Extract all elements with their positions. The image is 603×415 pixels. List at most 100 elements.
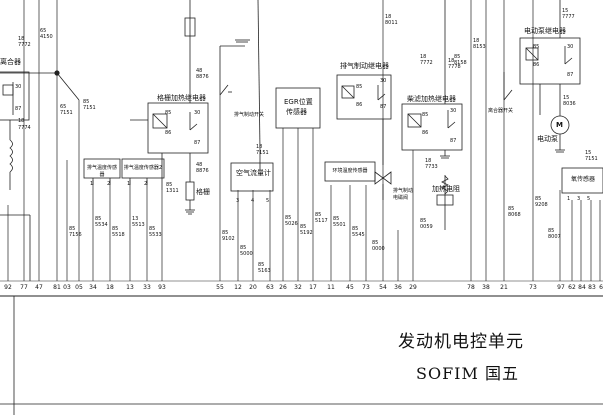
relay-pin: 30 bbox=[194, 110, 201, 116]
wire-label: 0059 bbox=[420, 224, 433, 230]
wire-label: 18 bbox=[448, 58, 455, 64]
ecu-pin: 77 bbox=[20, 284, 28, 291]
wire-label: 7772 bbox=[18, 42, 31, 48]
ecu-pin: 55 bbox=[216, 284, 224, 291]
wire-label: 85 bbox=[372, 240, 379, 246]
ambient-temp-sensor-label: 环境温度传感器 bbox=[332, 168, 368, 174]
ecu-pin: 81 bbox=[53, 284, 61, 291]
connector-pin: 3 bbox=[236, 198, 240, 204]
grid-heater-label: 格栅 bbox=[196, 188, 210, 196]
relay-pin: 86 bbox=[422, 130, 429, 136]
wire-label: 5117 bbox=[315, 218, 328, 224]
ecu-pin: 17 bbox=[309, 284, 317, 291]
relay-pin: 87 bbox=[15, 106, 22, 112]
ecu-pin: 05 bbox=[75, 284, 83, 291]
connector-pin: 1 bbox=[127, 181, 131, 187]
air-flow-meter-label: 空气流量计 bbox=[236, 169, 271, 177]
ecu-pin: 97 bbox=[557, 284, 565, 291]
ecu-pin: 18 bbox=[106, 284, 114, 291]
wire-label: 48 bbox=[196, 162, 203, 168]
connector-pin: 1 bbox=[567, 196, 571, 202]
wire-label: 8068 bbox=[508, 212, 521, 218]
wire-label: 9102 bbox=[222, 236, 235, 242]
ecu-pin: 92 bbox=[4, 284, 12, 291]
wire-label: 7777 bbox=[562, 14, 575, 20]
ecu-pin: 45 bbox=[346, 284, 354, 291]
wire-label: 85 bbox=[258, 262, 265, 268]
exhaust-temp-sensor-1-label: 排气温度传感器 bbox=[86, 165, 117, 178]
wire-label: 15 bbox=[562, 8, 569, 14]
wire-label: 5501 bbox=[333, 222, 346, 228]
ecu-pin: 73 bbox=[362, 284, 370, 291]
wire-label: 15 bbox=[585, 150, 592, 156]
wire-label: 85 bbox=[222, 230, 229, 236]
ecu-pin: 11 bbox=[327, 284, 335, 291]
relay-pin: 30 bbox=[380, 78, 387, 84]
wire-label: 5000 bbox=[240, 251, 253, 257]
connector-pin: 4 bbox=[251, 198, 255, 204]
ecu-pin: 63 bbox=[266, 284, 274, 291]
relay-pin: 86 bbox=[533, 62, 540, 68]
ecu-pin: 38 bbox=[482, 284, 490, 291]
relay-pin: 87 bbox=[380, 104, 387, 110]
wire-label: 9208 bbox=[535, 202, 548, 208]
ecu-pin: 47 bbox=[35, 284, 43, 291]
wire-label: 18 bbox=[256, 144, 263, 150]
wire-label: 18 bbox=[420, 54, 427, 60]
exhaust-brake-valve-label-2: 电磁阀 bbox=[393, 195, 409, 201]
ecu-pin: 6 bbox=[599, 284, 603, 291]
wire-label: 1311 bbox=[166, 188, 179, 194]
diesel-heater-relay-label: 柴滤加热继电器 bbox=[407, 95, 456, 103]
wire-label: 85 bbox=[149, 226, 156, 232]
wire-label: 7778 bbox=[448, 64, 461, 70]
wire-label: 85 bbox=[300, 224, 307, 230]
ecu-pin: 20 bbox=[249, 284, 257, 291]
wire-label: 18 bbox=[425, 158, 432, 164]
wire-label: 85 bbox=[315, 212, 322, 218]
wire-label: 85 bbox=[535, 196, 542, 202]
relay-pin: 87 bbox=[567, 72, 574, 78]
wire-label: 5534 bbox=[95, 222, 108, 228]
wire-label: 85 bbox=[285, 215, 292, 221]
wire-label: 5163 bbox=[258, 268, 271, 274]
egr-sensor-label-1: EGR位置 bbox=[284, 98, 313, 106]
ecu-title: 发动机电控单元 bbox=[398, 332, 524, 352]
wire-label: 4150 bbox=[40, 34, 53, 40]
ecu-pin: 84 bbox=[578, 284, 586, 291]
wire-label: 5026 bbox=[285, 221, 298, 227]
wire-label: 7156 bbox=[69, 232, 82, 238]
clutch-switch-label: 离合器开关 bbox=[488, 108, 514, 114]
ecu-pin: 34 bbox=[89, 284, 97, 291]
wire-label: 85 bbox=[508, 206, 515, 212]
connector-pin: 1 bbox=[90, 181, 94, 187]
relay-pin: 87 bbox=[194, 140, 201, 146]
wire-label: 8036 bbox=[563, 101, 576, 107]
relay-pin: 85 bbox=[533, 44, 540, 50]
ecu-pin: 33 bbox=[143, 284, 151, 291]
wire-label: 18 bbox=[18, 36, 25, 42]
wire-label: 7774 bbox=[18, 125, 31, 131]
pump-relay-label: 电动泵继电器 bbox=[524, 27, 566, 35]
relay-pin: 86 bbox=[165, 130, 172, 136]
wire-label: 13 bbox=[132, 216, 139, 222]
relay-pin: 30 bbox=[15, 84, 22, 90]
wire-label: 85 bbox=[95, 216, 102, 222]
ecu-pin: 36 bbox=[394, 284, 402, 291]
ecu-pin: 54 bbox=[379, 284, 387, 291]
electric-pump-label: 电动泵 bbox=[537, 135, 558, 143]
ecu-pin: 83 bbox=[588, 284, 596, 291]
wire-label: 8007 bbox=[548, 234, 561, 240]
wire-label: 8153 bbox=[473, 44, 486, 50]
wire-label: 7151 bbox=[60, 110, 73, 116]
grid-heater-relay-label: 格栅加热继电器 bbox=[157, 94, 206, 102]
wire-label: 8011 bbox=[385, 20, 398, 26]
ecu-pin: 03 bbox=[63, 284, 71, 291]
motor-icon: M bbox=[556, 121, 563, 129]
relay-pin: 30 bbox=[567, 44, 574, 50]
wire-label: 7151 bbox=[256, 150, 269, 156]
connector-pin: 2 bbox=[107, 181, 111, 187]
connector-pin: 5 bbox=[266, 198, 270, 204]
ecu-pin: 12 bbox=[234, 284, 242, 291]
relay-pin: 87 bbox=[450, 138, 457, 144]
